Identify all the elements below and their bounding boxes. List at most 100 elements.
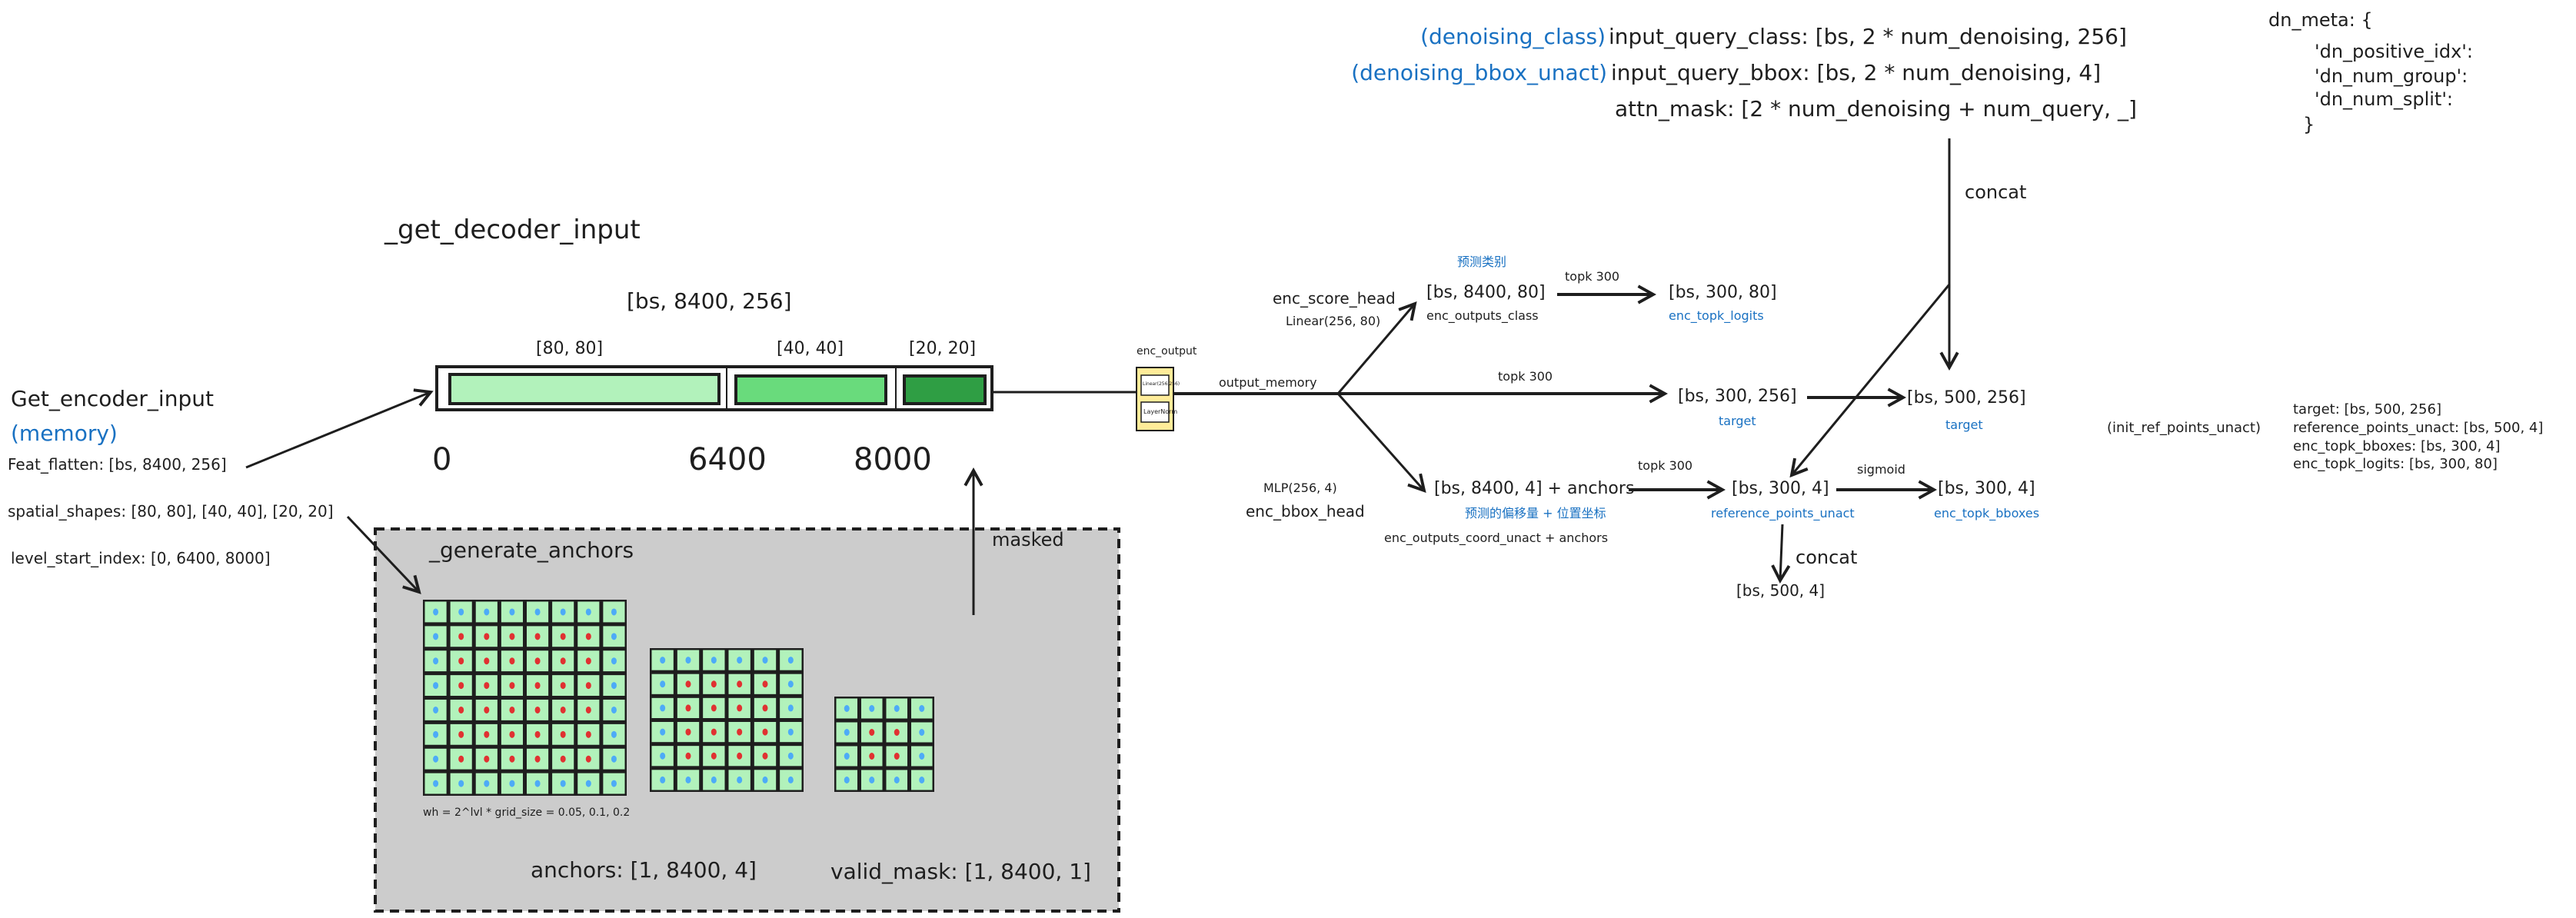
level-block-80 bbox=[448, 373, 721, 405]
inner-anchor-dot bbox=[585, 633, 591, 640]
inner-anchor-dot bbox=[762, 680, 768, 688]
border-anchor-dot bbox=[585, 608, 591, 616]
level-block-40 bbox=[734, 374, 887, 405]
output-memory-label: output_memory bbox=[1219, 375, 1317, 390]
border-anchor-dot bbox=[660, 657, 666, 664]
inner-anchor-dot bbox=[711, 728, 717, 736]
enc-outputs-class: enc_outputs_class bbox=[1426, 308, 1539, 323]
anchors-shape: anchors: [1, 8400, 4] bbox=[531, 857, 757, 883]
topk-bboxes-shape: [bs, 300, 4] bbox=[1938, 479, 2035, 498]
border-anchor-dot bbox=[433, 780, 439, 787]
inner-anchor-dot bbox=[509, 755, 515, 763]
border-anchor-dot bbox=[509, 780, 515, 787]
inner-anchor-dot bbox=[737, 704, 743, 712]
enc-topk-bboxes: enc_topk_bboxes bbox=[1934, 506, 2040, 521]
level-label-80: [80, 80] bbox=[536, 339, 604, 358]
ref-points-shape: [bs, 300, 4] bbox=[1732, 479, 1829, 498]
anchor-grids bbox=[423, 600, 934, 796]
valid-mask-shape: valid_mask: [1, 8400, 1] bbox=[830, 859, 1091, 884]
bbox-mlp: MLP(256, 4) bbox=[1263, 481, 1337, 495]
border-anchor-dot bbox=[660, 728, 666, 736]
bbox-concat-label: concat bbox=[1796, 547, 1858, 568]
inner-anchor-dot bbox=[711, 752, 717, 760]
border-anchor-dot bbox=[894, 777, 900, 783]
enc-bbox-head: enc_bbox_head bbox=[1246, 502, 1365, 521]
border-anchor-dot bbox=[762, 776, 768, 783]
inner-anchor-dot bbox=[458, 633, 464, 640]
inner-anchor-dot bbox=[685, 680, 691, 688]
border-anchor-dot bbox=[660, 776, 666, 783]
border-anchor-dot bbox=[484, 608, 490, 616]
spatial-shapes: spatial_shapes: [80, 80], [40, 40], [20,… bbox=[8, 502, 334, 521]
inner-anchor-dot bbox=[534, 657, 541, 665]
border-anchor-dot bbox=[711, 776, 717, 783]
dn-meta-item: 'dn_positive_idx': bbox=[2315, 41, 2473, 62]
inner-anchor-dot bbox=[737, 680, 743, 688]
input-query-class: input_query_class: [bs, 2 * num_denoisin… bbox=[1609, 24, 2127, 49]
score-topk: topk 300 bbox=[1565, 269, 1620, 284]
dn-meta-item: 'dn_num_split': bbox=[2315, 88, 2454, 110]
border-anchor-dot bbox=[458, 780, 464, 787]
inner-anchor-dot bbox=[585, 755, 591, 763]
border-anchor-dot bbox=[685, 776, 691, 783]
inner-anchor-dot bbox=[534, 755, 541, 763]
inner-anchor-dot bbox=[458, 706, 464, 713]
anchor-grid-2 bbox=[834, 697, 934, 792]
target-shape: [bs, 300, 256] bbox=[1678, 387, 1797, 406]
border-anchor-dot bbox=[869, 705, 875, 712]
border-anchor-dot bbox=[433, 608, 439, 616]
sigmoid-label: sigmoid bbox=[1857, 462, 1905, 477]
border-anchor-dot bbox=[844, 753, 850, 760]
encoder-input-title: Get_encoder_input bbox=[11, 386, 214, 411]
inner-anchor-dot bbox=[484, 755, 490, 763]
inner-anchor-dot bbox=[509, 706, 515, 713]
border-anchor-dot bbox=[509, 608, 515, 616]
inner-anchor-dot bbox=[509, 657, 515, 665]
border-anchor-dot bbox=[611, 780, 617, 787]
inner-anchor-dot bbox=[534, 730, 541, 738]
input-query-bbox: input_query_bbox: [bs, 2 * num_denoising… bbox=[1611, 60, 2102, 85]
inner-anchor-dot bbox=[560, 755, 566, 763]
level-start-index: level_start_index: [0, 6400, 8000] bbox=[11, 549, 271, 567]
denoising-class-tag: (denoising_class) bbox=[1420, 24, 1606, 49]
border-anchor-dot bbox=[787, 752, 794, 760]
inner-anchor-dot bbox=[509, 682, 515, 690]
border-anchor-dot bbox=[433, 706, 439, 713]
border-anchor-dot bbox=[787, 728, 794, 736]
inner-anchor-dot bbox=[585, 657, 591, 665]
inner-anchor-dot bbox=[585, 706, 591, 713]
page-title: _get_decoder_input bbox=[384, 215, 641, 245]
inner-anchor-dot bbox=[685, 704, 691, 712]
inner-anchor-dot bbox=[894, 729, 900, 736]
bbox-shape: [bs, 8400, 4] + anchors bbox=[1434, 479, 1635, 498]
border-anchor-dot bbox=[660, 752, 666, 760]
enc-output-linear: Linear(256,256) bbox=[1143, 381, 1180, 387]
level-block-20 bbox=[903, 374, 987, 405]
target-concat-name: target bbox=[1945, 417, 1983, 432]
border-anchor-dot bbox=[919, 777, 925, 783]
border-anchor-dot bbox=[787, 776, 794, 783]
border-anchor-dot bbox=[787, 704, 794, 712]
enc-topk-logits: enc_topk_logits bbox=[1669, 308, 1764, 323]
reference-points-unact: reference_points_unact bbox=[1711, 506, 1855, 521]
score-linear: Linear(256, 80) bbox=[1286, 314, 1381, 328]
border-anchor-dot bbox=[611, 657, 617, 665]
inner-anchor-dot bbox=[685, 728, 691, 736]
anchor-formula: wh = 2^lvl * grid_size = 0.05, 0.1, 0.2 bbox=[423, 807, 631, 819]
topk-logits-shape: [bs, 300, 80] bbox=[1669, 283, 1777, 302]
inner-anchor-dot bbox=[458, 755, 464, 763]
score-cn-label: 预测类别 bbox=[1457, 254, 1507, 269]
inner-anchor-dot bbox=[534, 682, 541, 690]
denoising-bbox-tag: (denoising_bbox_unact) bbox=[1351, 60, 1607, 85]
border-anchor-dot bbox=[534, 608, 541, 616]
dn-meta-close: } bbox=[2303, 114, 2315, 135]
inner-anchor-dot bbox=[458, 682, 464, 690]
dn-meta-open: dn_meta: { bbox=[2268, 9, 2373, 31]
border-anchor-dot bbox=[787, 680, 794, 688]
border-anchor-dot bbox=[458, 608, 464, 616]
enc-outputs-coord: enc_outputs_coord_unact + anchors bbox=[1384, 531, 1609, 545]
enc-output-label: enc_output bbox=[1137, 345, 1197, 358]
inner-anchor-dot bbox=[762, 752, 768, 760]
border-anchor-dot bbox=[844, 777, 850, 783]
inner-anchor-dot bbox=[762, 728, 768, 736]
